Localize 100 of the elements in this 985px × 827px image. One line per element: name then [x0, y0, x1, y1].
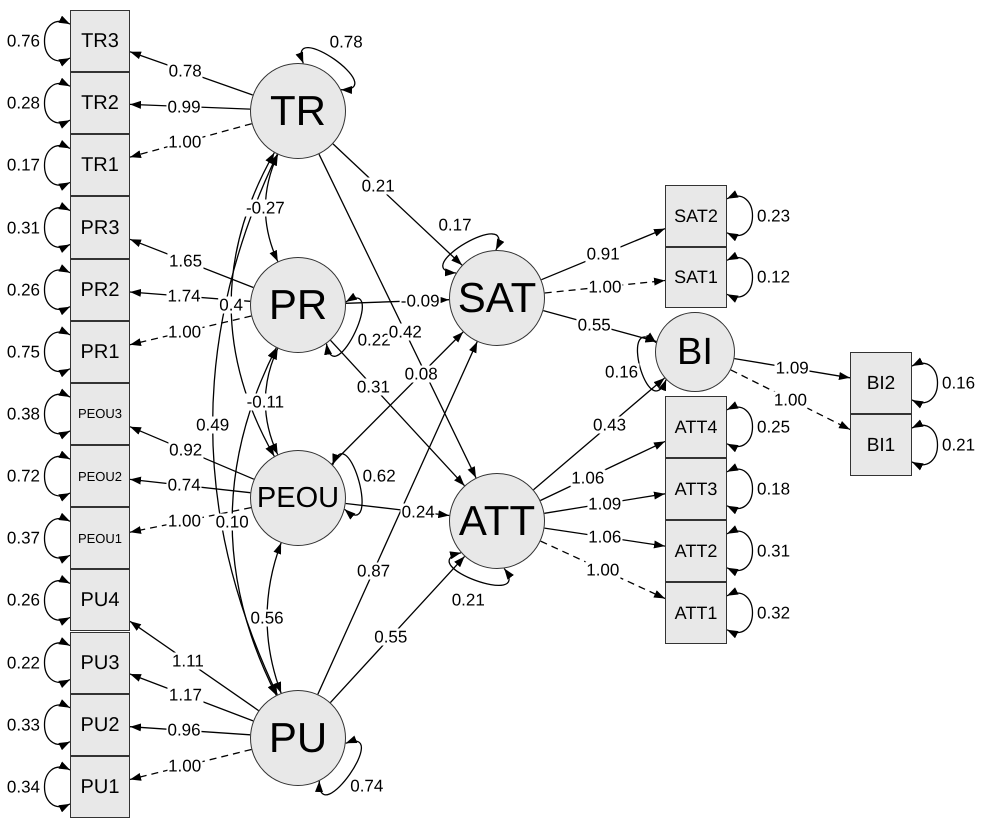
edge-label: 0.91: [586, 246, 621, 263]
edge-label: 0.26: [6, 281, 41, 298]
edge-label: 0.43: [592, 416, 628, 434]
edge-label: 0.92: [168, 442, 204, 459]
variance-loop: [44, 452, 70, 500]
indicator-box: ATT2: [665, 520, 727, 582]
path-arrow: [331, 332, 464, 464]
latent-variable-circle: BI: [655, 312, 735, 392]
edge-label: 0.72: [6, 468, 41, 485]
covariance-arrow: [232, 348, 277, 696]
edge-label: 1.00: [585, 561, 620, 578]
indicator-box: PEOU3: [70, 382, 130, 446]
path-arrow: [317, 341, 478, 695]
edge-label: 0.21: [450, 591, 486, 608]
variance-loop: [448, 552, 513, 586]
edge-label: 0.28: [6, 94, 41, 112]
edge-label: 0.21: [360, 178, 396, 195]
variance-loop: [44, 78, 70, 128]
path-arrow: [330, 556, 466, 704]
indicator-box: SAT1: [665, 246, 727, 308]
edge-label: 1.06: [587, 528, 622, 546]
edge-label: 0.78: [328, 34, 364, 51]
indicator-box: TR2: [70, 72, 130, 134]
variance-loop: [44, 762, 70, 812]
indicator-box: BI1: [850, 414, 912, 476]
edge-label: 0.17: [6, 156, 41, 174]
edge-label: 0.74: [166, 476, 202, 494]
edge-label: 1.00: [587, 278, 622, 296]
variance-loop: [44, 16, 70, 66]
edge-label: 0.24: [400, 503, 436, 520]
variance-loop: [44, 265, 70, 314]
latent-variable-circle: PU: [250, 690, 346, 786]
edge-label: 0.32: [756, 604, 792, 622]
latent-variable-circle: PEOU: [250, 450, 346, 546]
variance-loop: [44, 638, 70, 687]
edge-label: 0.76: [6, 32, 41, 50]
variance-loop: [44, 141, 70, 190]
variance-loop: [326, 294, 363, 357]
variance-loop: [296, 47, 356, 92]
edge-label: 1.00: [167, 757, 202, 774]
latent-variable-circle: SAT: [449, 250, 545, 346]
edge-label: 0.37: [6, 530, 41, 547]
variance-loop: [44, 514, 70, 563]
indicator-box: PR2: [70, 258, 130, 321]
variance-loop: [726, 588, 754, 638]
edge-label: 0.56: [250, 610, 285, 626]
indicator-box: PEOU1: [70, 507, 130, 570]
edge-label: 0.87: [356, 562, 392, 580]
latent-variable-circle: PR: [250, 257, 346, 353]
edge-label: 0.17: [437, 216, 473, 234]
edge-label: -0.11: [246, 393, 286, 410]
path-arrow: [330, 340, 465, 486]
edge-label: 1.00: [167, 134, 202, 151]
edge-label: 0.31: [6, 219, 41, 236]
variance-loop: [44, 328, 70, 376]
latent-variable-circle: TR: [250, 63, 346, 159]
edge-label: 0.21: [941, 436, 976, 454]
indicator-box: SAT2: [665, 185, 727, 246]
indicator-box: PEOU2: [70, 445, 130, 508]
indicator-box: TR3: [70, 10, 130, 72]
edge-label: 0.49: [195, 416, 230, 433]
indicator-box: PU1: [70, 756, 130, 818]
edge-label: 0.25: [756, 418, 792, 436]
variance-loop: [726, 526, 754, 576]
indicator-box: ATT3: [665, 458, 727, 520]
variance-loop: [44, 390, 70, 438]
indicator-box: PU3: [70, 632, 130, 694]
variance-loop: [726, 192, 754, 240]
edge-label: 0.34: [6, 778, 41, 796]
variance-loop: [912, 420, 938, 470]
variance-loop: [332, 453, 363, 519]
indicator-box: ATT1: [665, 582, 727, 644]
edge-label: 1.09: [774, 360, 810, 377]
edge-label: 0.55: [576, 316, 612, 333]
edge-label: 1.00: [166, 512, 202, 530]
variance-loop: [912, 358, 938, 408]
edge-label: 0.78: [168, 62, 203, 80]
covariance-arrow: [266, 542, 282, 694]
edge-label: 0.62: [362, 468, 397, 485]
edge-label: 0.22: [6, 654, 41, 672]
indicator-box: PR3: [70, 196, 130, 259]
variance-loop: [44, 700, 70, 749]
edge-label: 0.33: [6, 716, 41, 734]
indicator-box: PU2: [70, 694, 130, 756]
indicator-box: BI2: [850, 352, 912, 414]
edge-label: 0.4: [218, 296, 244, 313]
latent-variable-circle: ATT: [449, 473, 545, 569]
edge-label: 0.10: [214, 513, 250, 530]
edge-label: 0.96: [166, 722, 202, 739]
edge-label: 1.11: [170, 652, 205, 670]
edge-label: 0.12: [756, 268, 792, 286]
indicator-box: TR1: [70, 134, 130, 196]
edge-label: 0.99: [166, 98, 202, 116]
path-arrow: [318, 154, 477, 478]
edge-label: 0.16: [604, 363, 640, 380]
edge-label: 0.38: [6, 405, 41, 422]
indicator-box: PU4: [70, 569, 130, 632]
edge-label: 0.16: [941, 374, 976, 392]
edge-label: 1.00: [167, 323, 202, 340]
indicator-box: PR1: [70, 320, 130, 383]
